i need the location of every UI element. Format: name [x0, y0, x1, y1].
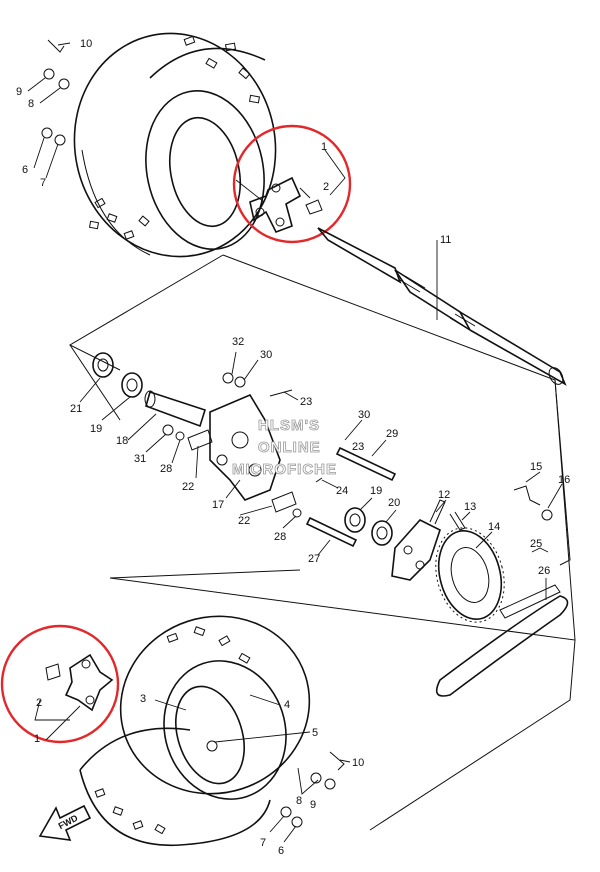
drive-chain — [435, 485, 569, 697]
callout-19: 19 — [90, 423, 102, 435]
axle-housing-group — [92, 352, 397, 548]
callout-21: 21 — [70, 403, 82, 415]
callout-22: 22 — [182, 481, 194, 493]
callout-30b: 30 — [358, 409, 370, 421]
callout-13: 13 — [464, 501, 476, 513]
callout-23b: 23 — [352, 441, 364, 453]
fasteners-lower — [206, 740, 345, 828]
tire-tread-upper — [88, 35, 261, 240]
watermark: HLSM'S ONLINE MICROFICHE — [232, 417, 337, 479]
hub-assembly-lower — [45, 653, 114, 712]
callout-18: 18 — [116, 435, 128, 447]
callout-6: 6 — [22, 164, 28, 176]
callout-9: 9 — [16, 86, 22, 98]
assembly-outline-lower — [109, 379, 576, 831]
hub-assembly-upper — [235, 176, 323, 234]
rear-wheel-upper — [73, 32, 277, 258]
callout-9b: 9 — [310, 799, 316, 811]
callout-10: 10 — [80, 38, 92, 50]
drive-sprocket — [435, 527, 505, 623]
callout-24: 24 — [336, 485, 348, 497]
watermark-line1: HLSM'S — [258, 417, 320, 434]
callout-25: 25 — [530, 538, 542, 550]
leader-lines — [27, 42, 563, 843]
forward-direction-arrow: FWD — [38, 804, 92, 841]
callout-1: 1 — [321, 141, 327, 153]
callout-6b: 6 — [278, 845, 284, 857]
assembly-outline-upper — [68, 254, 571, 579]
callout-23: 23 — [300, 396, 312, 408]
watermark-line2: ONLINE — [258, 439, 321, 456]
callout-8: 8 — [28, 98, 34, 110]
callout-4: 4 — [284, 699, 290, 711]
callout-28b: 28 — [274, 531, 286, 543]
callout-30: 30 — [260, 349, 272, 361]
fasteners-upper-left — [41, 39, 70, 146]
rear-axle — [317, 227, 567, 386]
callout-26: 26 — [538, 565, 550, 577]
callout-8b: 8 — [296, 795, 302, 807]
highlight-circle-upper — [232, 124, 352, 244]
tire-tread-lower — [94, 626, 251, 835]
callout-22b: 22 — [238, 515, 250, 527]
callout-7b: 7 — [260, 837, 266, 849]
callout-14: 14 — [488, 521, 500, 533]
callout-5: 5 — [312, 727, 318, 739]
highlight-circle-lower — [0, 624, 120, 744]
part-callouts: 10 9 8 6 7 1 2 11 32 30 21 19 18 31 28 2… — [16, 38, 570, 857]
callout-2b: 2 — [36, 697, 42, 709]
watermark-line3: MICROFICHE — [232, 461, 337, 478]
callout-19b: 19 — [370, 485, 382, 497]
callout-1b: 1 — [34, 733, 40, 745]
callout-28: 28 — [160, 463, 172, 475]
callout-29: 29 — [386, 428, 398, 440]
callout-11: 11 — [440, 234, 451, 246]
callout-31: 31 — [134, 453, 146, 465]
callout-2: 2 — [323, 181, 329, 193]
callout-32: 32 — [232, 336, 244, 348]
callout-20: 20 — [388, 497, 400, 509]
rear-wheel-lower — [79, 615, 311, 847]
sprocket-hub — [391, 499, 466, 581]
callout-27: 27 — [308, 553, 320, 565]
callout-10b: 10 — [352, 757, 364, 769]
callout-16: 16 — [558, 474, 570, 486]
callout-17: 17 — [212, 499, 224, 511]
callout-3: 3 — [140, 693, 146, 705]
callout-7: 7 — [40, 177, 46, 189]
callout-12: 12 — [438, 489, 450, 501]
callout-15: 15 — [530, 461, 542, 473]
